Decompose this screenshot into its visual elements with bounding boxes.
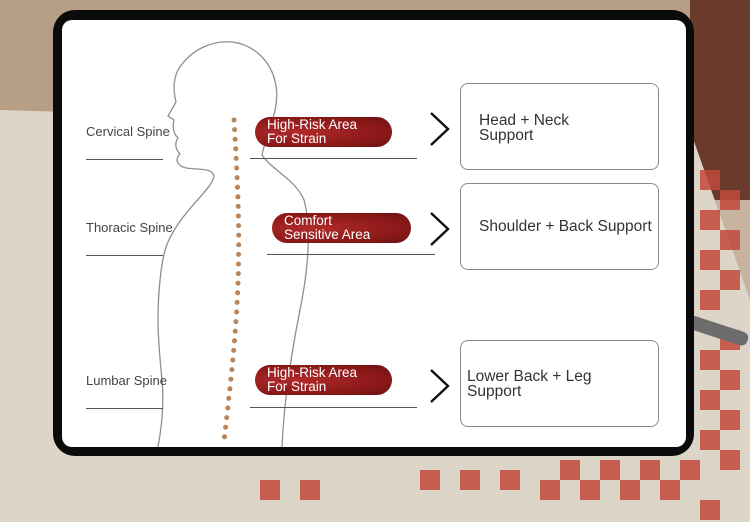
note-line: For Strain	[267, 379, 327, 394]
region-underline	[86, 255, 163, 256]
region-label-thoracic: Thoracic Spine	[86, 220, 173, 235]
spine-vertebra-dot	[227, 386, 233, 392]
spine-vertebra-dot	[235, 194, 241, 200]
spine-vertebra-dot	[222, 434, 227, 440]
chevron-right-icon	[430, 212, 450, 246]
region-underline	[86, 159, 163, 160]
spine-vertebra-dot	[232, 136, 238, 142]
spine-vertebra-dot	[234, 165, 240, 171]
spine-vertebra-dot	[231, 117, 237, 123]
spine-vertebra-dot	[236, 251, 242, 257]
spine-vertebra-dot	[224, 415, 230, 421]
spine-vertebra-dot	[233, 319, 239, 325]
note-line: High-Risk Area	[267, 117, 358, 132]
note-pill-lumbar: High-Risk Area For Strain	[255, 365, 392, 395]
spine-vertebra-dot	[235, 203, 241, 209]
spine-vertebra-dot	[231, 347, 237, 353]
support-line: Lower Back + Leg	[467, 367, 592, 385]
spine-diagram-panel: Cervical Spine Thoracic Spine Lumbar Spi…	[62, 20, 686, 447]
spine-vertebra-dot	[236, 223, 242, 229]
note-underline	[250, 158, 417, 159]
spine-vertebra-dot	[230, 357, 236, 363]
spine-vertebra-dot	[223, 424, 229, 430]
note-pill-cervical: High-Risk Area For Strain	[255, 117, 392, 147]
spine-vertebra-dot	[225, 405, 231, 411]
support-line: Head + Neck	[479, 112, 570, 129]
support-box-lower-back-leg: Lower Back + Leg Support	[460, 340, 659, 427]
note-pill-thoracic: Comfort Sensitive Area	[272, 213, 411, 243]
spine-vertebra-dot	[236, 261, 241, 267]
note-underline	[267, 254, 435, 255]
spine-vertebra-dot	[232, 338, 237, 344]
spine-vertebra-dot	[228, 376, 234, 382]
support-line: Support	[479, 127, 534, 144]
spine-vertebra-dot	[232, 127, 238, 133]
spine-vertebra-dot	[233, 155, 239, 161]
spine-vertebra-dot	[232, 328, 238, 334]
spine-vertebra-dot	[235, 213, 241, 219]
note-line: Sensitive Area	[284, 227, 371, 242]
spine-vertebra-dot	[235, 290, 241, 296]
spine-vertebra-dot	[234, 309, 240, 315]
support-box-shoulder-back: Shoulder + Back Support	[460, 183, 659, 270]
support-line: Shoulder + Back Support	[479, 218, 652, 235]
region-underline	[86, 408, 163, 409]
note-line: For Strain	[267, 131, 327, 146]
chevron-right-icon	[430, 369, 450, 403]
region-label-lumbar: Lumbar Spine	[86, 373, 167, 388]
spine-vertebra-dot	[235, 271, 241, 277]
spine-vertebra-dot	[235, 184, 240, 190]
note-line: Comfort	[284, 213, 333, 228]
support-line: Support	[467, 382, 522, 400]
spine-vertebra-dot	[236, 242, 242, 248]
chevron-right-icon	[430, 112, 450, 146]
spine-vertebra-dot	[234, 299, 240, 305]
support-box-head-neck: Head + Neck Support	[460, 83, 659, 170]
spine-vertebra-dot	[236, 232, 242, 238]
spine-dots	[222, 117, 242, 440]
region-label-cervical: Cervical Spine	[86, 124, 170, 139]
note-underline	[250, 407, 417, 408]
note-line: High-Risk Area	[267, 365, 358, 380]
spine-vertebra-dot	[226, 395, 232, 401]
human-silhouette	[157, 41, 310, 447]
spine-vertebra-dot	[233, 146, 239, 152]
spine-vertebra-dot	[235, 280, 241, 286]
spine-vertebra-dot	[229, 367, 235, 373]
spine-vertebra-dot	[234, 175, 240, 181]
